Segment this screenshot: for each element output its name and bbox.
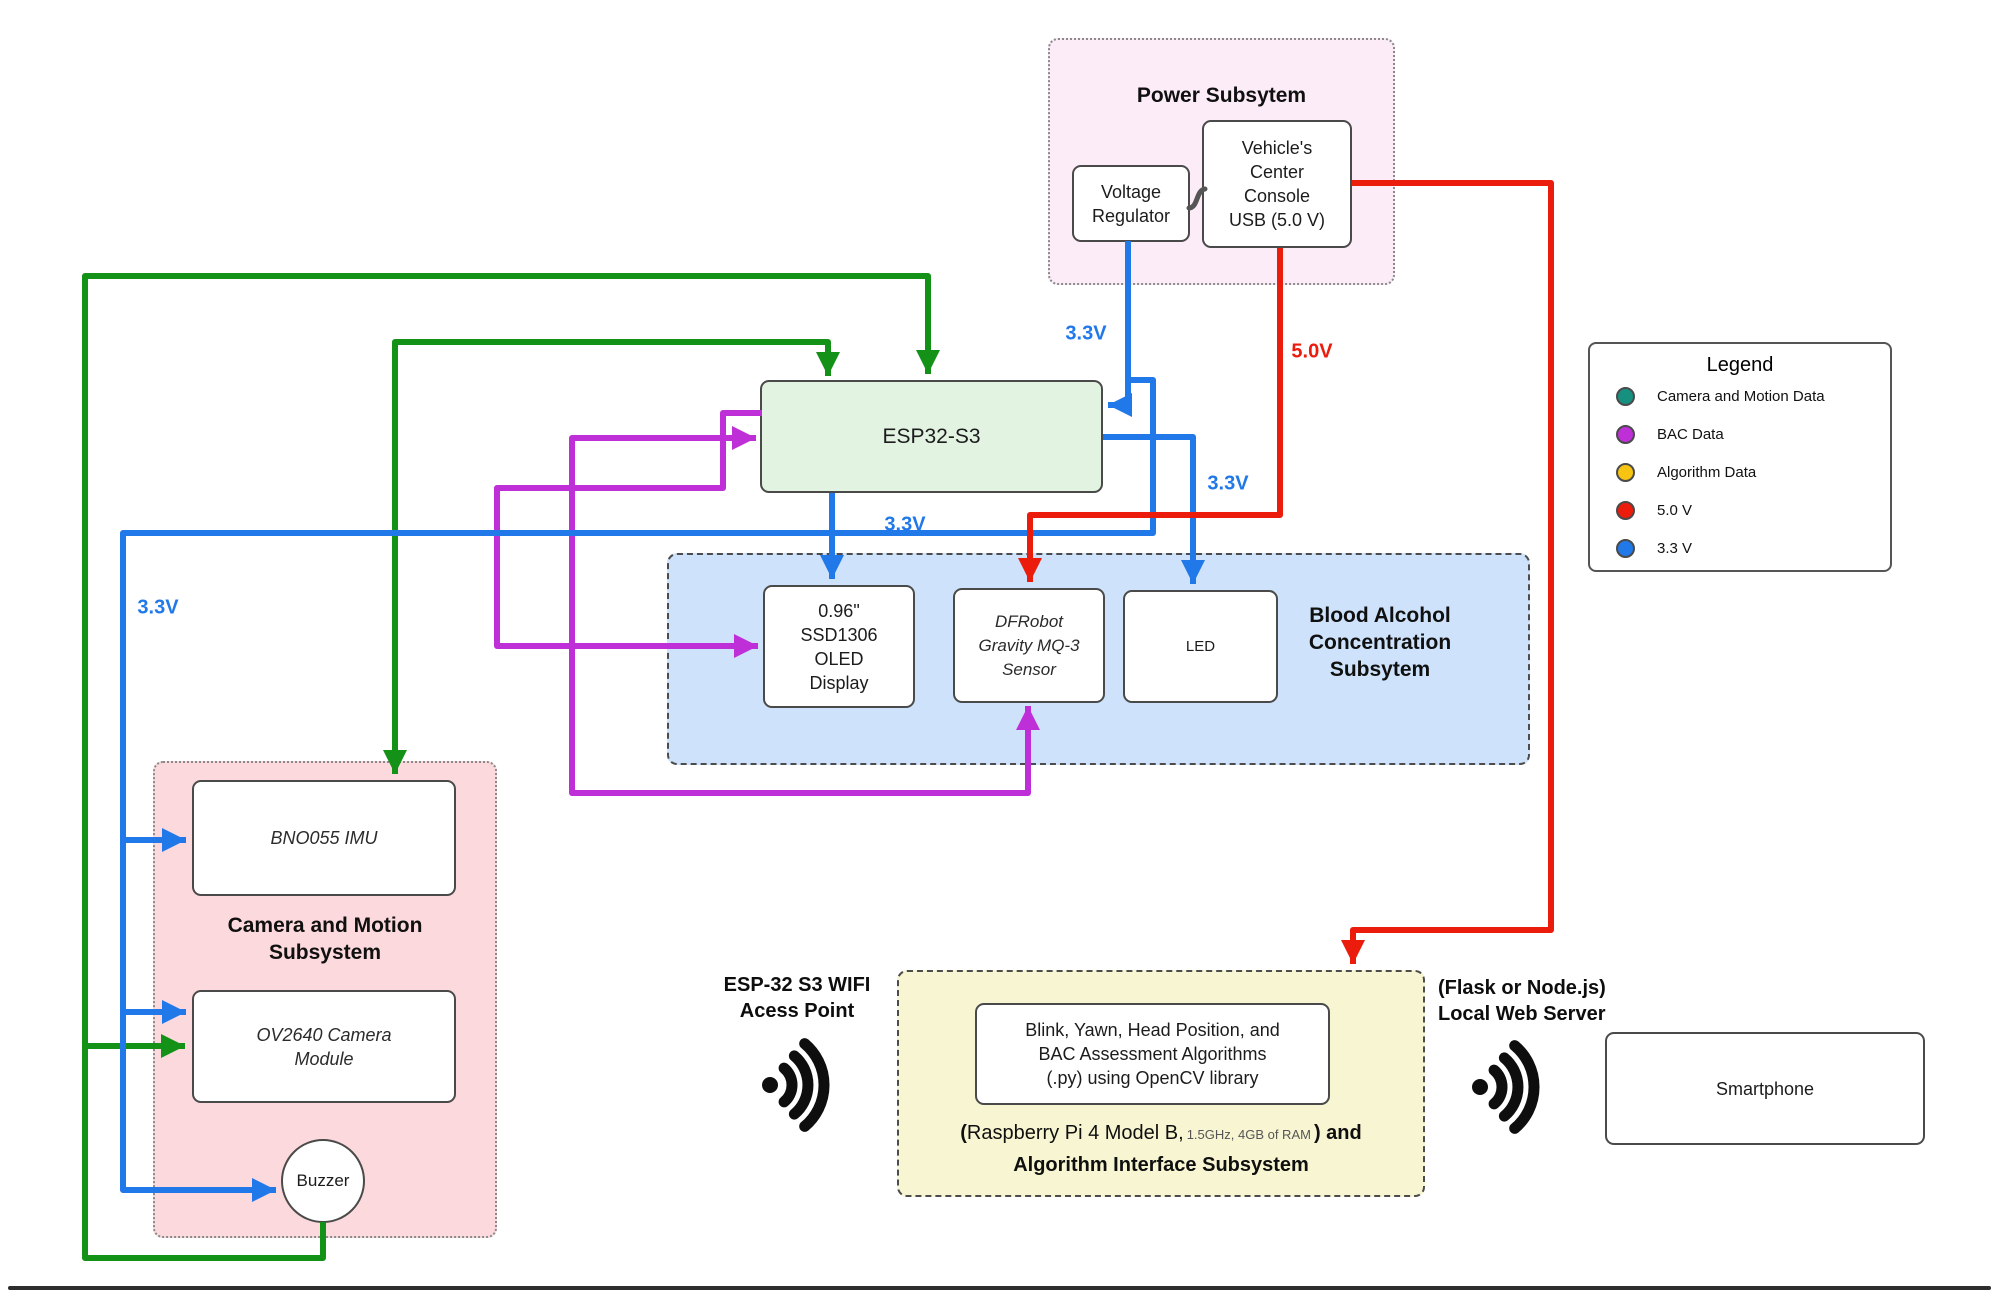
red-dot-icon (1616, 500, 1635, 520)
voltage-regulator-node: Voltage Regulator (1072, 165, 1190, 242)
legend-item-bac: BAC Data (1590, 415, 1890, 453)
legend-item-label: 5.0 V (1657, 501, 1693, 519)
caption-spec: 1.5GHz, 4GB of RAM (1186, 1127, 1311, 1142)
teal-dot-icon (1616, 386, 1635, 406)
web-server-line: (Flask or Node.js) (1438, 977, 1606, 999)
bno055-imu-node: BNO055 IMU (192, 780, 456, 896)
legend-title: Legend (1706, 354, 1774, 376)
wifi-ap-line: Acess Point (739, 1000, 855, 1022)
smartphone-node: Smartphone (1605, 1032, 1925, 1145)
mq3-label: Sensor (1002, 659, 1056, 679)
legend-item-5v: 5.0 V (1590, 491, 1890, 529)
wifi-ap-label: ESP-32 S3 WIFI Acess Point (692, 972, 902, 1024)
legend-item-label: Camera and Motion Data (1657, 387, 1825, 405)
camera-title-line: Subsystem (268, 941, 382, 964)
bac-title-line: Blood Alcohol (1309, 604, 1451, 627)
camera-subsystem-title: Camera and Motion Subsystem (153, 912, 497, 966)
legend-item-algorithm: Algorithm Data (1590, 453, 1890, 491)
bac-title-line: Concentration (1308, 631, 1452, 654)
legend-item-camera-motion: Camera and Motion Data (1590, 377, 1890, 415)
blue-dot-icon (1616, 538, 1635, 558)
vehicle-usb-label: Center (1249, 162, 1305, 182)
vehicle-usb-label: Console (1243, 186, 1311, 206)
esp32-node: ESP32-S3 (760, 380, 1103, 493)
vehicle-usb-node: Vehicle's Center Console USB (5.0 V) (1202, 120, 1352, 248)
raspberry-pi-caption: (Raspberry Pi 4 Model B,1.5GHz, 4GB of R… (905, 1118, 1417, 1180)
legend-item-label: BAC Data (1657, 425, 1724, 443)
algorithms-label: (.py) using OpenCV library (1046, 1068, 1259, 1088)
bottom-divider (8, 1286, 1991, 1290)
oled-label: 0.96" (818, 600, 860, 621)
ov2640-camera-node: OV2640 Camera Module (192, 990, 456, 1103)
vehicle-usb-label: Vehicle's (1241, 138, 1313, 158)
vehicle-usb-label: USB (5.0 V) (1228, 210, 1326, 230)
oled-label: Display (809, 672, 869, 693)
oled-display-node: 0.96" SSD1306 OLED Display (763, 585, 915, 708)
caption-close: ) and (1313, 1122, 1362, 1144)
oled-label: SSD1306 (800, 624, 878, 645)
purple-dot-icon (1616, 424, 1635, 444)
bac-subsystem-title: Blood Alcohol Concentration Subsytem (1240, 602, 1520, 683)
web-server-line: Local Web Server (1438, 1003, 1606, 1025)
caption-rpi: Raspberry Pi 4 Model B, (966, 1122, 1184, 1144)
legend-item-label: Algorithm Data (1657, 463, 1757, 481)
web-server-label: (Flask or Node.js) Local Web Server (1438, 975, 1606, 1027)
voltage-label-3v3-trunk: 3.3V (884, 513, 926, 536)
voltage-regulator-label: Regulator (1091, 205, 1171, 226)
mq3-sensor-node: DFRobot Gravity MQ-3 Sensor (953, 588, 1105, 703)
bac-title-line: Subsytem (1329, 658, 1431, 681)
legend-item-3v3: 3.3 V (1590, 529, 1890, 567)
bno055-label: BNO055 IMU (270, 828, 378, 848)
algorithms-label: BAC Assessment Algorithms (1038, 1044, 1267, 1064)
caption-subsystem-name: Algorithm Interface Subsystem (1013, 1154, 1309, 1176)
voltage-label-5v: 5.0V (1291, 340, 1333, 363)
led-label: LED (1185, 637, 1216, 655)
caption-paren: ( (960, 1122, 967, 1144)
voltage-label-3v3-regulator: 3.3V (1065, 322, 1107, 345)
algorithms-node: Blink, Yawn, Head Position, and BAC Asse… (975, 1003, 1330, 1105)
camera-title-line: Camera and Motion (227, 914, 423, 937)
mq3-label: DFRobot (994, 611, 1064, 631)
buzzer-label: Buzzer (296, 1171, 350, 1190)
voltage-label-3v3-left: 3.3V (137, 596, 179, 619)
voltage-label-3v3-led: 3.3V (1207, 472, 1249, 495)
buzzer-node: Buzzer (281, 1139, 365, 1223)
wifi-ap-line: ESP-32 S3 WIFI (723, 974, 871, 996)
led-node: LED (1123, 590, 1278, 703)
esp32-label: ESP32-S3 (882, 424, 981, 448)
power-subsystem-title: Power Subsytem (1136, 84, 1307, 107)
mq3-label: Gravity MQ-3 (978, 635, 1080, 655)
yellow-dot-icon (1616, 462, 1635, 482)
smartphone-label: Smartphone (1715, 1078, 1815, 1099)
wifi-ap-icon (762, 1038, 830, 1132)
legend-item-label: 3.3 V (1657, 539, 1693, 557)
legend-box: Legend Camera and Motion Data BAC Data A… (1588, 342, 1892, 572)
oled-label: OLED (814, 648, 864, 669)
algorithms-label: Blink, Yawn, Head Position, and (1025, 1020, 1280, 1040)
ov2640-label: OV2640 Camera (256, 1024, 392, 1045)
ov2640-label: Module (294, 1048, 354, 1069)
voltage-regulator-label: Voltage (1100, 181, 1162, 202)
wifi-server-icon (1472, 1040, 1540, 1134)
